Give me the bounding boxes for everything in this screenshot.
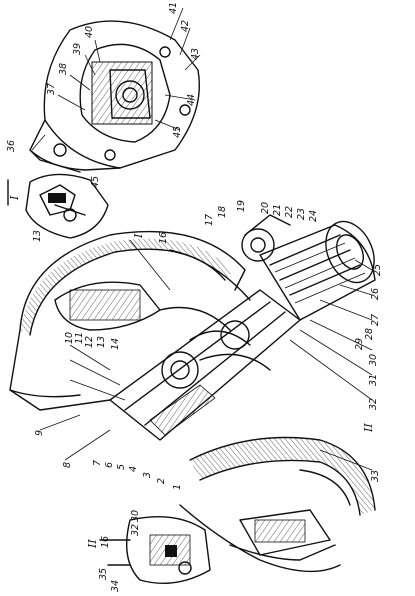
- label-11: 11: [74, 332, 85, 344]
- lower-housing: [179, 436, 376, 573]
- label-22: 22: [284, 206, 295, 218]
- label-17: 17: [204, 214, 215, 226]
- label-I: I: [132, 233, 145, 239]
- inset-I-label-45: 45: [90, 176, 101, 188]
- top-bearing-assembly: [29, 20, 201, 173]
- labels-top: 41 42 43 44 45 40 39 38 37 36: [6, 2, 201, 152]
- label-12: 12: [84, 336, 95, 348]
- label-9: 9: [34, 430, 45, 436]
- label-6: 6: [104, 462, 115, 468]
- leader-lines: [31, 7, 373, 471]
- label-40: 40: [84, 26, 95, 38]
- inset-II-label-35: 35: [98, 568, 109, 580]
- label-8: 8: [62, 462, 73, 468]
- label-18: 18: [217, 206, 228, 218]
- label-23: 23: [296, 208, 307, 220]
- label-13: 13: [96, 336, 107, 348]
- labels-right: 25 26 27 28 29 30 31 32 33 II: [354, 264, 383, 482]
- label-4: 4: [128, 466, 139, 472]
- inset-I-label-13: 13: [32, 230, 43, 242]
- labels-left: I 16 10 11 12 13 14 9 8 7 6 5 4 3 2 1: [34, 232, 183, 490]
- label-1: 1: [172, 484, 183, 490]
- label-45: 45: [172, 126, 183, 138]
- label-32: 32: [368, 398, 379, 410]
- label-38: 38: [58, 63, 69, 75]
- label-28: 28: [364, 328, 375, 340]
- label-2: 2: [156, 478, 167, 484]
- label-20: 20: [260, 202, 271, 214]
- label-29: 29: [354, 338, 365, 350]
- label-30: 30: [368, 354, 379, 366]
- label-36: 36: [6, 140, 17, 152]
- label-3: 3: [142, 472, 153, 478]
- inset-II-label-30: 30: [130, 510, 141, 522]
- label-33: 33: [370, 470, 381, 482]
- inset-II-label-34: 34: [110, 580, 121, 592]
- label-21: 21: [272, 204, 283, 216]
- inset-II-ratio: 16: [100, 536, 111, 548]
- label-26: 26: [370, 288, 381, 300]
- label-31: 31: [368, 374, 379, 386]
- label-39: 39: [72, 43, 83, 55]
- labels-inset-II: II 16 30 32 35 34: [86, 510, 141, 592]
- label-16: 16: [158, 232, 169, 244]
- label-7: 7: [92, 460, 103, 466]
- label-41: 41: [168, 2, 179, 14]
- label-19: 19: [236, 200, 247, 212]
- label-14: 14: [110, 338, 121, 350]
- label-44: 44: [186, 94, 197, 106]
- roller-cylinder: [241, 214, 376, 321]
- inset-I-title: I: [8, 195, 21, 201]
- shaft-body: [109, 289, 301, 441]
- main-housing: [9, 230, 251, 411]
- label-43: 43: [190, 48, 201, 60]
- labels-inset-I: I 45 13: [8, 176, 101, 242]
- inset-II: [99, 515, 211, 585]
- labels-upper-right: 17 18 19 20 21 22 23 24: [204, 200, 319, 226]
- label-24: 24: [308, 210, 319, 222]
- label-10: 10: [64, 332, 75, 344]
- label-25: 25: [372, 264, 383, 276]
- label-II: II: [362, 423, 375, 433]
- label-37: 37: [46, 83, 57, 95]
- label-27: 27: [370, 314, 381, 326]
- inset-II-label-32: 32: [130, 524, 141, 536]
- inset-II-title: II: [86, 539, 99, 549]
- label-42: 42: [180, 20, 191, 32]
- label-5: 5: [116, 464, 127, 470]
- inset-I: [7, 173, 109, 239]
